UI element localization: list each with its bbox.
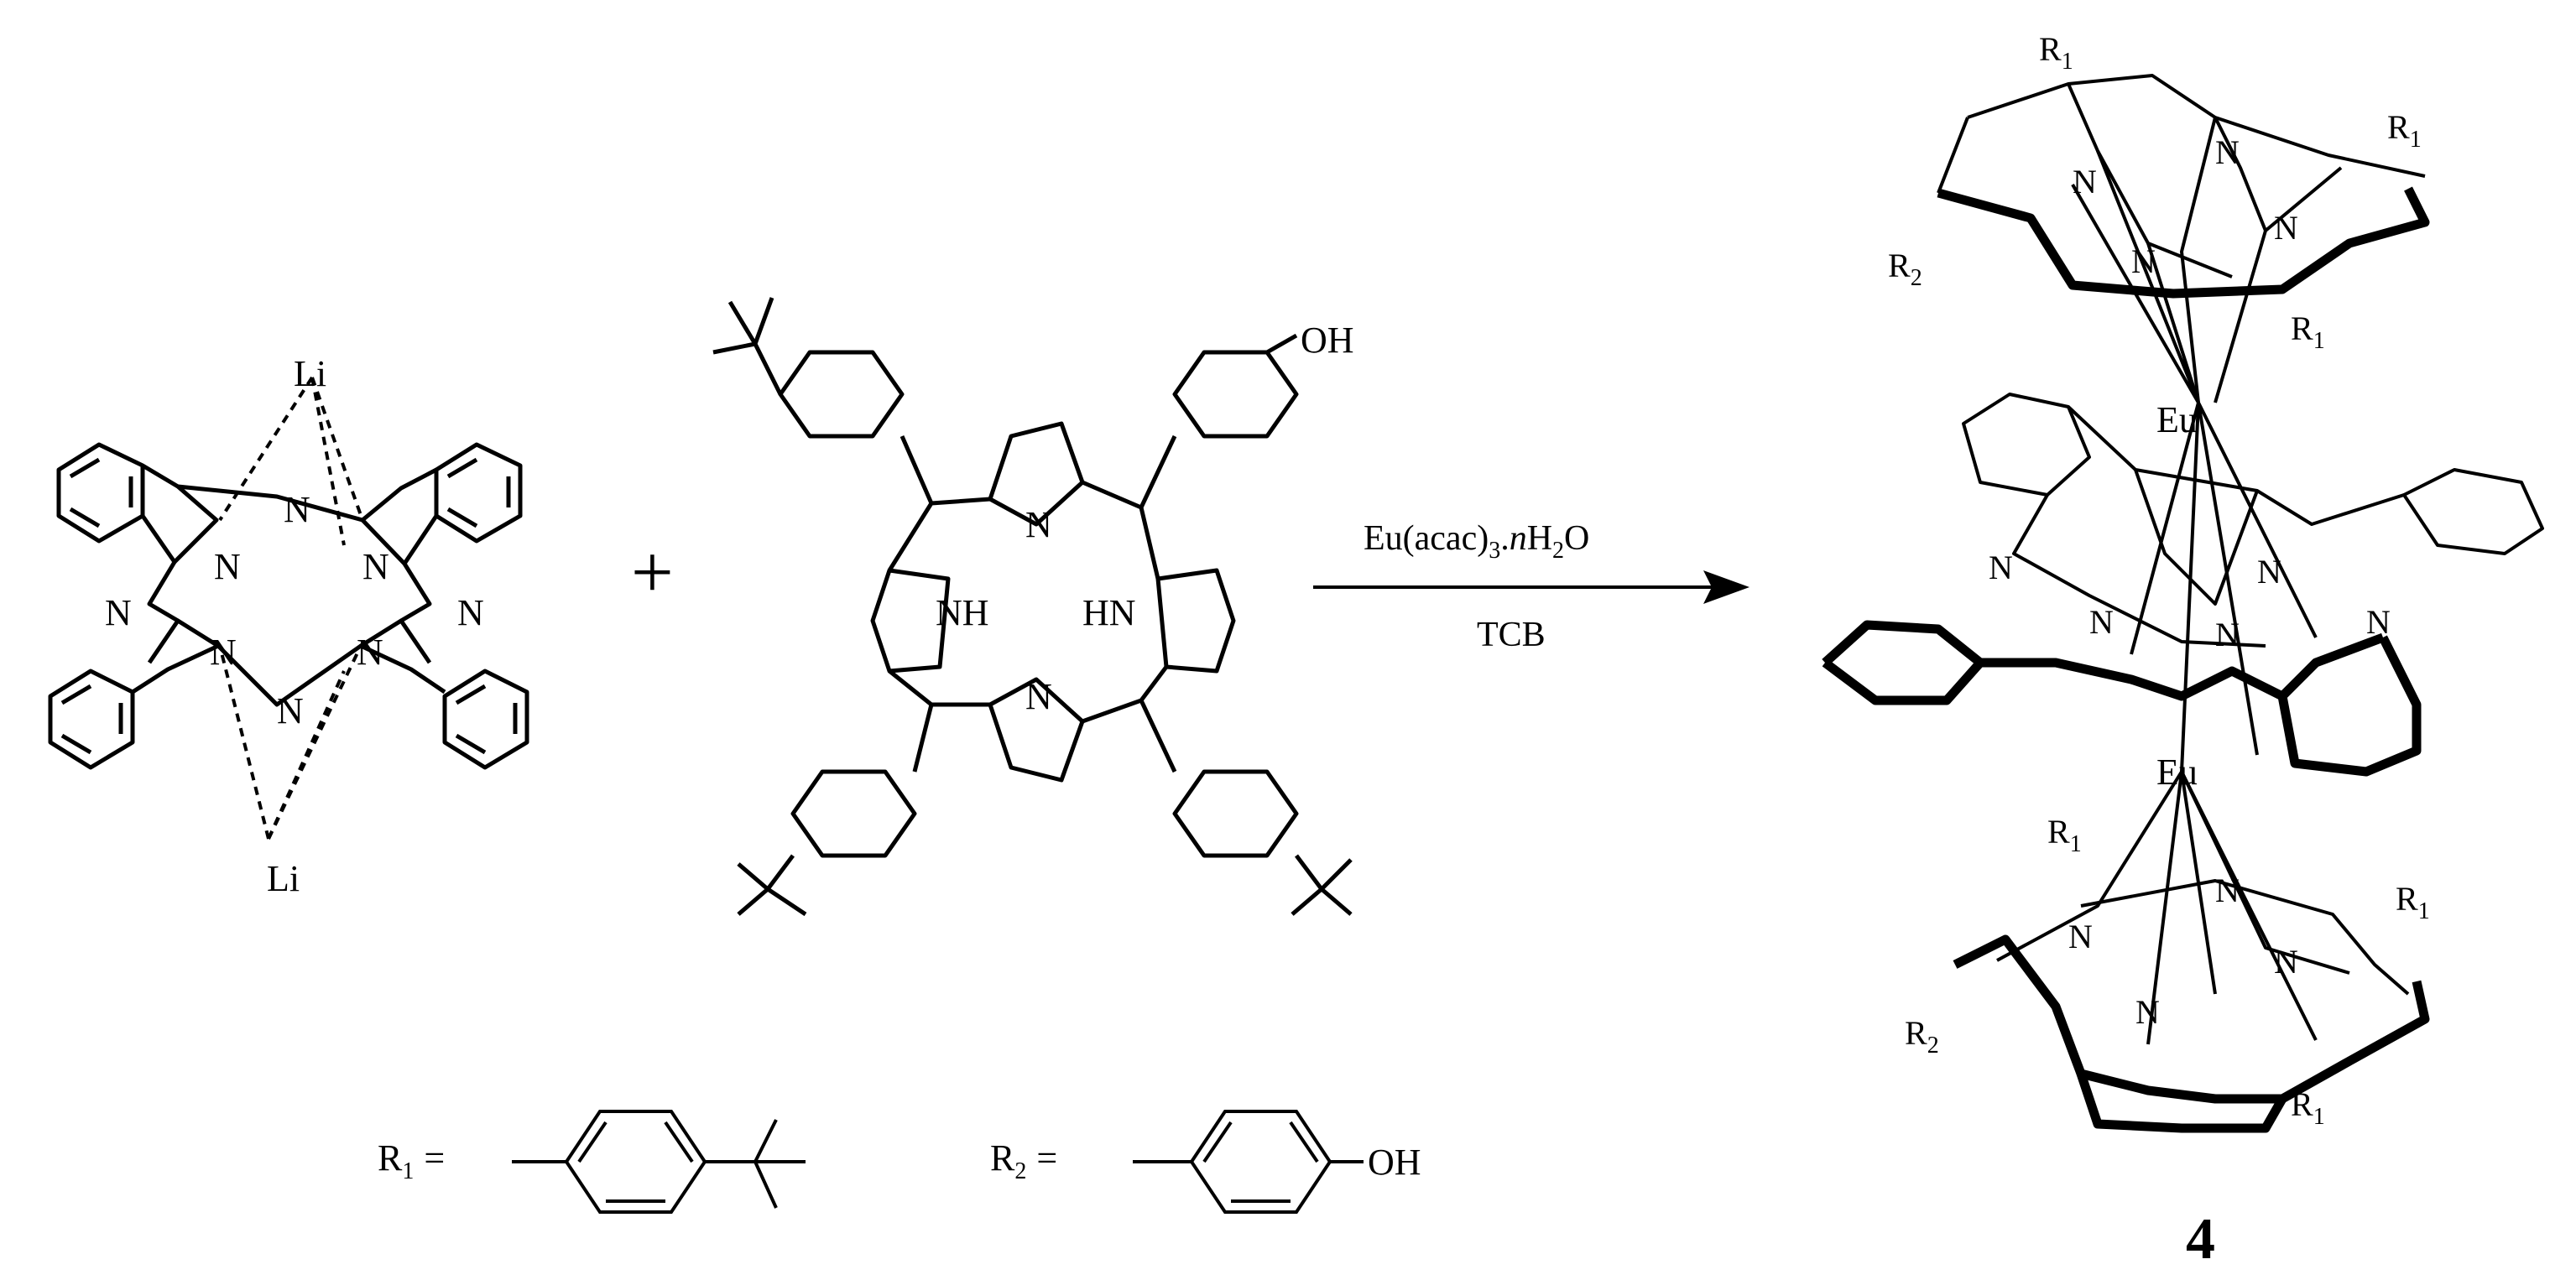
plus-sign: + xyxy=(631,531,674,614)
aryl-bottom-left xyxy=(790,769,917,858)
pyrrole-left xyxy=(870,568,951,674)
tert-butylphenyl-structure xyxy=(512,1110,806,1214)
n-bot-deck-3: N xyxy=(2274,943,2298,981)
li-top-label: Li xyxy=(294,353,326,394)
n-inner-4-label: N xyxy=(357,632,383,673)
n-mid-4: N xyxy=(2089,603,2114,641)
benzo-ring-bottom-left xyxy=(48,669,135,770)
aryl-bottom-right xyxy=(1172,769,1299,858)
r1-label-6: R1 xyxy=(2291,1085,2325,1130)
n-meso-right-label: N xyxy=(457,592,484,633)
n-mid-5: N xyxy=(2215,616,2240,653)
r2-oh-label: OH xyxy=(1368,1142,1421,1183)
r2-label-2: R2 xyxy=(1905,1014,1939,1059)
n-top-deck-3: N xyxy=(2274,209,2298,247)
eu-top-label: Eu xyxy=(2156,399,2198,440)
n-top-label: N xyxy=(1025,504,1052,545)
aryl-top-left xyxy=(778,350,905,439)
dilithium-phthalocyanine xyxy=(48,376,529,840)
middle-phthalocyanine-deck xyxy=(1962,393,2544,773)
aryl-top-right-hydroxyphenyl xyxy=(1172,350,1299,439)
compound-number: 4 xyxy=(2186,1207,2215,1272)
r1-label-3: R1 xyxy=(2291,310,2325,354)
n-mid-3: N xyxy=(2366,603,2391,641)
n-mid-2: N xyxy=(2257,553,2281,591)
r1-definition: R1= xyxy=(378,1110,806,1214)
li-bottom-label: Li xyxy=(267,858,300,899)
solvent-label: TCB xyxy=(1477,616,1546,654)
n-mid-1: N xyxy=(1989,549,2013,586)
r1-legend-label: R1= xyxy=(378,1137,445,1184)
reaction-conditions: Eu(acac)3.nH2O TCB xyxy=(1364,519,1589,654)
r2-label-1: R2 xyxy=(1888,247,1922,291)
n-top-deck-2: N xyxy=(2073,163,2097,200)
product-labels: R1 R1 R2 R1 N N N N Eu N N N N N Eu R1 R… xyxy=(1888,30,2430,1130)
reaction-arrow xyxy=(1313,570,1749,604)
top-deck-front-edge xyxy=(1937,186,2430,299)
r1-label-4: R1 xyxy=(2047,813,2082,857)
n-bot-deck-2: N xyxy=(2068,918,2093,955)
n-top-deck-4: N xyxy=(2131,242,2156,280)
n-meso-left-label: N xyxy=(105,592,132,633)
pyrrole-right xyxy=(1155,568,1236,674)
porphyrin-labels: OH N N NH HN xyxy=(936,320,1354,717)
bottom-porphyrin-deck xyxy=(1996,770,2410,1045)
r1-label-2: R1 xyxy=(2387,108,2422,153)
n-bot-deck-1: N xyxy=(2215,872,2240,909)
n-meso-top-label: N xyxy=(284,489,310,530)
triple-decker-product xyxy=(1822,74,2544,1133)
oh-label: OH xyxy=(1301,320,1354,361)
n-inner-3-label: N xyxy=(210,632,237,673)
bottom-deck-front-edge xyxy=(1953,934,2430,1104)
pyrrole-top xyxy=(988,421,1085,527)
r2-legend-label: R2= xyxy=(990,1137,1057,1184)
n-meso-bottom-label: N xyxy=(277,690,304,731)
benzo-ring-bottom-right xyxy=(442,669,529,770)
hn-label: HN xyxy=(1082,592,1136,633)
r2-definition: R2= OH xyxy=(990,1110,1421,1214)
nh-label: NH xyxy=(936,592,989,633)
n-inner-1-label: N xyxy=(214,546,241,587)
hydroxyphenyl-porphyrin xyxy=(712,297,1353,917)
middle-deck-front-edge xyxy=(1822,620,2385,705)
phthalocyanine-labels: Li Li N N N N N N N N xyxy=(105,353,484,899)
n-bot-deck-4: N xyxy=(2135,993,2160,1031)
n-bottom-label: N xyxy=(1025,676,1052,717)
r1-label-5: R1 xyxy=(2396,880,2430,924)
hydroxyphenyl-structure xyxy=(1133,1110,1364,1214)
pyrrole-bottom xyxy=(988,677,1085,783)
n-top-deck-1: N xyxy=(2215,133,2240,171)
reagent-label: Eu(acac)3.nH2O xyxy=(1364,519,1589,564)
n-inner-2-label: N xyxy=(362,546,389,587)
eu-bottom-label: Eu xyxy=(2156,752,2198,793)
r1-label-1: R1 xyxy=(2039,30,2073,75)
